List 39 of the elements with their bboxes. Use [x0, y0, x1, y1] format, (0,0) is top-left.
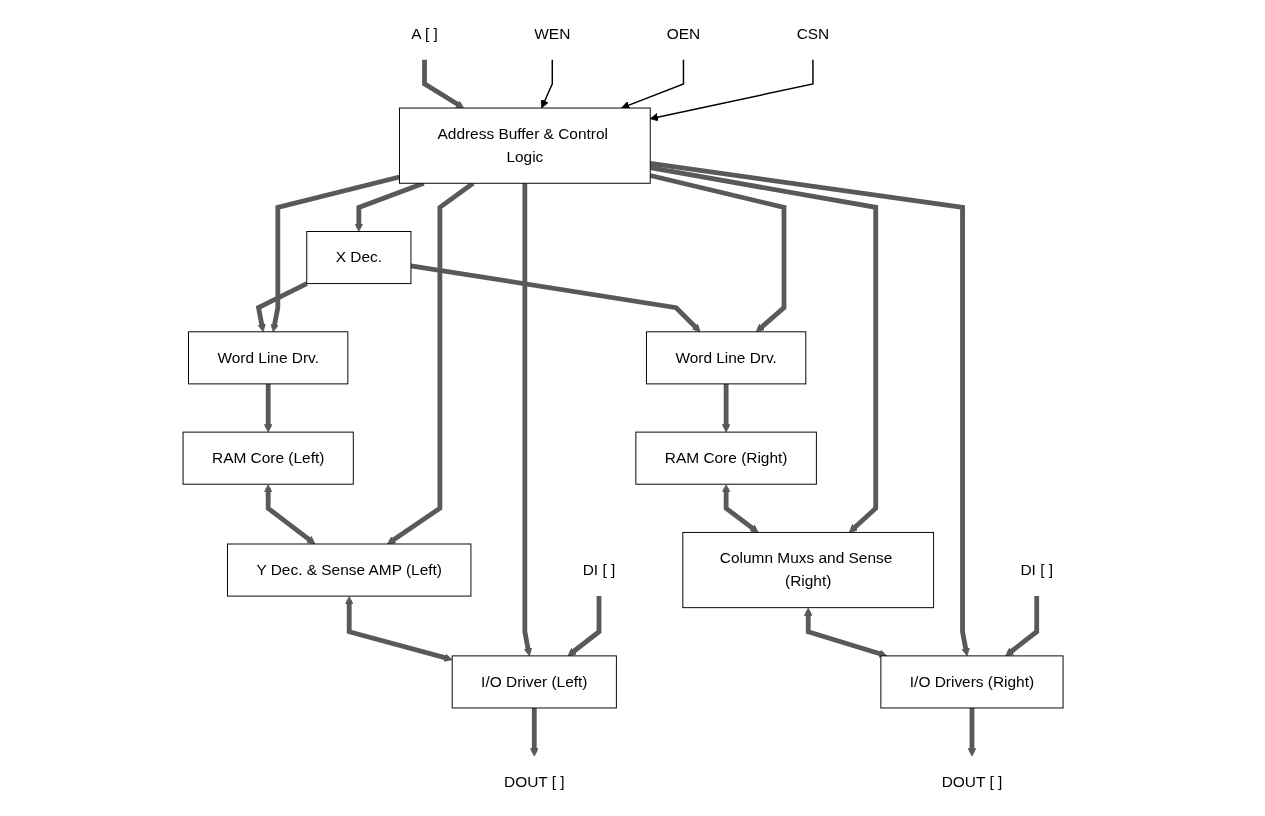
node-text: A [ ]: [411, 25, 438, 42]
node-box: Word Line Drv.: [188, 331, 349, 385]
arrow: [967, 707, 977, 757]
arrow: [621, 59, 685, 110]
node-box: X Dec.: [306, 231, 412, 285]
node-box: Word Line Drv.: [645, 331, 807, 385]
node-box: Address Buffer & Control Logic: [398, 107, 651, 184]
arrow: [530, 707, 539, 757]
arrow: [540, 59, 553, 109]
arrow: [263, 383, 273, 433]
node-box: I/O Drivers (Right): [880, 655, 1064, 709]
arrow: [422, 59, 465, 109]
node-text: DI [ ]: [1020, 561, 1053, 578]
arrow: [649, 59, 814, 122]
arrow: [567, 596, 602, 657]
node-text: DI [ ]: [582, 561, 616, 578]
node-text: DOUT [ ]: [503, 773, 565, 790]
node-text: WEN: [534, 25, 571, 42]
arrow: [344, 596, 453, 662]
node-box: Y Dec. & Sense AMP (Left): [227, 543, 472, 597]
arrow: [649, 165, 879, 533]
arrow: [263, 484, 316, 545]
arrow: [649, 173, 787, 333]
node-box: RAM Core (Left): [182, 431, 354, 485]
arrow: [270, 174, 401, 333]
arrow: [522, 183, 533, 657]
node-box: Column Muxs and Sense (Right): [682, 531, 935, 609]
arrow: [255, 281, 308, 333]
arrow: [649, 160, 970, 657]
arrow: [1005, 596, 1040, 657]
arrow: [410, 263, 701, 333]
arrow: [721, 383, 731, 433]
node-box: I/O Driver (Left): [451, 655, 617, 709]
arrow: [803, 607, 888, 658]
node-text: CSN: [796, 25, 830, 42]
node-text: OEN: [666, 25, 701, 42]
node-box: RAM Core (Right): [635, 431, 817, 485]
arrow: [721, 484, 759, 533]
node-text: DOUT [ ]: [941, 773, 1003, 790]
